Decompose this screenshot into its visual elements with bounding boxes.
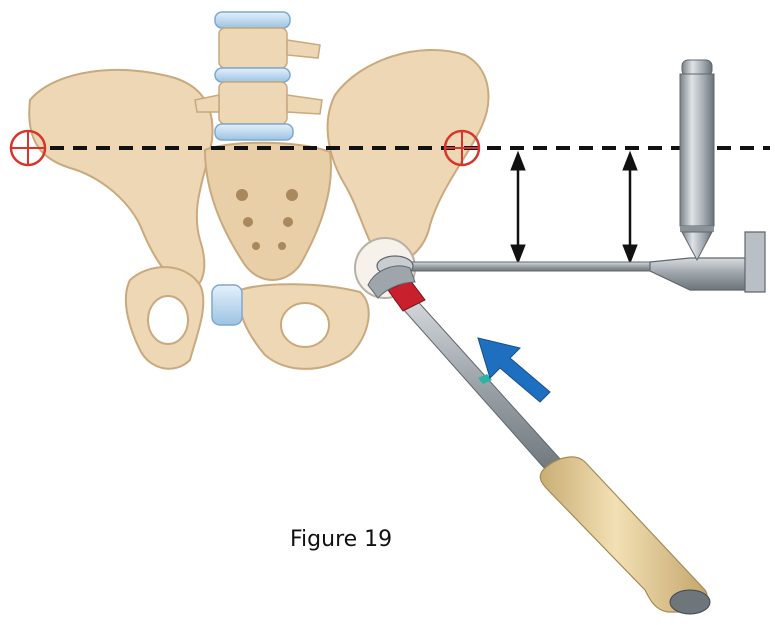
measurement-arrows bbox=[511, 152, 637, 263]
iliac-crest-landmark-left bbox=[10, 130, 46, 166]
iliac-crest-landmark-right bbox=[444, 130, 480, 166]
reamer-handle bbox=[368, 266, 710, 614]
figure-caption: Figure 19 bbox=[290, 527, 392, 552]
lumbar-spine bbox=[195, 12, 322, 140]
pin bbox=[680, 60, 714, 260]
